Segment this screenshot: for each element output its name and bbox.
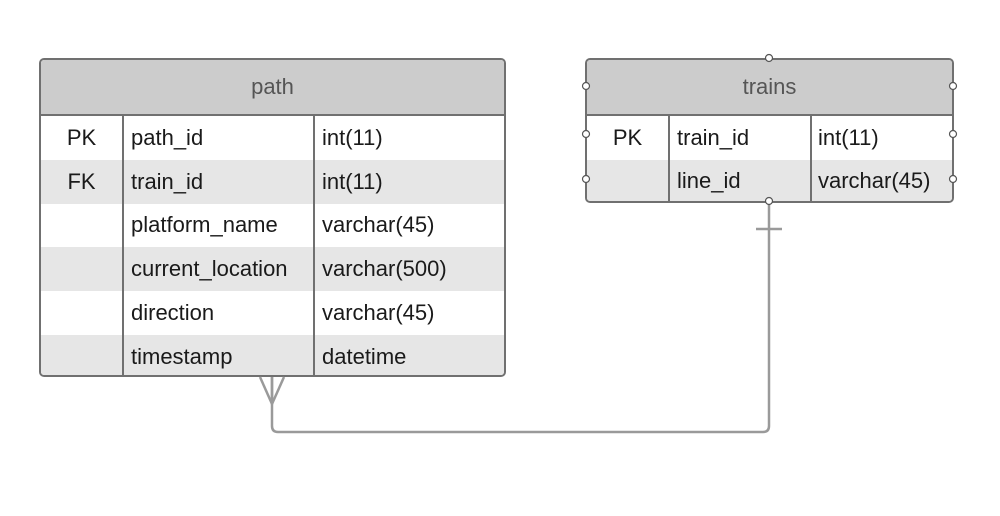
- selection-handle-right[interactable]: [948, 174, 958, 184]
- relationship-line[interactable]: [270, 201, 771, 434]
- table-row[interactable]: platform_name varchar(45): [41, 203, 504, 248]
- column-name: platform_name: [124, 203, 315, 248]
- key-cell: [41, 247, 124, 292]
- table-row[interactable]: PK path_id int(11): [41, 116, 504, 160]
- selection-handle-bottom[interactable]: [764, 196, 774, 206]
- column-name: line_id: [670, 159, 812, 201]
- table-row[interactable]: direction varchar(45): [41, 291, 504, 335]
- selection-handle-left[interactable]: [581, 129, 591, 139]
- table-path[interactable]: path PK path_id int(11) FK train_id int(…: [39, 58, 506, 377]
- key-cell: [587, 159, 670, 201]
- crows-foot-many-mark: [258, 376, 286, 405]
- selection-handle-left[interactable]: [581, 81, 591, 91]
- selection-handle-top[interactable]: [764, 53, 774, 63]
- selection-handle-right[interactable]: [948, 129, 958, 139]
- table-trains[interactable]: trains PK train_id int(11) line_id varch…: [585, 58, 954, 203]
- column-name: train_id: [124, 159, 315, 204]
- table-row[interactable]: FK train_id int(11): [41, 159, 504, 204]
- key-cell: FK: [41, 159, 124, 204]
- column-type: varchar(45): [818, 168, 931, 194]
- key-cell: [41, 334, 124, 375]
- table-title: path: [251, 74, 294, 99]
- table-row[interactable]: line_id varchar(45): [587, 159, 952, 201]
- table-header: path: [41, 60, 504, 116]
- column-name: train_id: [670, 116, 812, 160]
- column-name: current_location: [124, 247, 315, 292]
- column-name: direction: [124, 291, 315, 335]
- column-name: path_id: [124, 116, 315, 160]
- selection-handle-left[interactable]: [581, 174, 591, 184]
- column-type: varchar(500): [322, 256, 447, 282]
- key-cell: PK: [587, 116, 670, 160]
- column-type: int(11): [322, 124, 383, 150]
- table-title: trains: [742, 74, 797, 99]
- column-type: varchar(45): [322, 212, 435, 238]
- column-type: datetime: [322, 343, 407, 369]
- key-cell: [41, 203, 124, 248]
- table-header: trains: [587, 60, 952, 116]
- table-row[interactable]: current_location varchar(500): [41, 247, 504, 292]
- table-row[interactable]: PK train_id int(11): [587, 116, 952, 160]
- selection-handle-right[interactable]: [948, 81, 958, 91]
- column-name: timestamp: [124, 334, 315, 375]
- column-type: int(11): [818, 124, 879, 150]
- table-row[interactable]: timestamp datetime: [41, 334, 504, 375]
- key-cell: PK: [41, 116, 124, 160]
- column-type: varchar(45): [322, 300, 435, 326]
- key-cell: [41, 291, 124, 335]
- column-type: int(11): [322, 168, 383, 194]
